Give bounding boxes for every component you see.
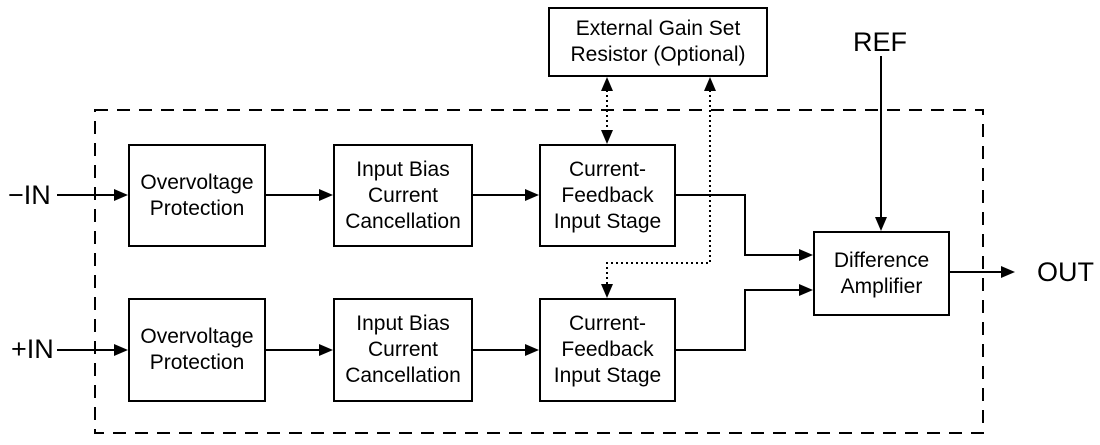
block-input-bias-cancellation-top: Input Bias Current Cancellation — [333, 144, 473, 247]
pin-label-ref: REF — [853, 27, 907, 57]
block-input-bias-cancellation-bottom: Input Bias Current Cancellation — [333, 298, 473, 402]
gain-resistor-wire-bottom — [606, 90, 711, 285]
block-label-line: Current — [367, 338, 439, 361]
block-label-line: Current — [367, 183, 439, 207]
cfis-diff-arrow-bottom-icon — [799, 284, 813, 296]
pin-label-neg-in: −IN — [8, 180, 51, 210]
block-label-line: Input Stage — [553, 364, 662, 387]
block-difference-amplifier: Difference Amplifier — [813, 231, 950, 316]
block-label-line: Resistor (Optional) — [570, 43, 746, 66]
block-label-line: Input Bias — [356, 312, 450, 335]
block-label-line: Cancellation — [345, 364, 461, 387]
block-overvoltage-protection-top: Overvoltage Protection — [128, 144, 266, 247]
pin-label-pos-in: +IN — [11, 334, 54, 364]
ibc-cfis-arrow-top-icon — [525, 189, 539, 201]
neg-in-arrow-icon — [114, 189, 128, 201]
arrow-heads — [114, 77, 1015, 356]
block-label-line: Feedback — [561, 183, 654, 207]
pos-in-arrow-icon — [114, 344, 128, 356]
gain-bottom-up-arrow-icon — [704, 77, 716, 91]
block-overvoltage-protection-bottom: Overvoltage Protection — [128, 298, 266, 402]
pin-label-out: OUT — [1037, 257, 1094, 287]
block-label-line: Input Bias — [356, 157, 450, 181]
out-arrow-icon — [1001, 266, 1015, 278]
cfis-to-diff-wire-bottom — [676, 289, 800, 351]
block-label-line: External Gain Set — [575, 17, 741, 40]
block-label-line: Current- — [568, 312, 647, 335]
ibc-cfis-arrow-bottom-icon — [525, 344, 539, 356]
ovp-ibc-arrow-bottom-icon — [319, 344, 333, 356]
block-label-line: Overvoltage — [140, 325, 254, 348]
block-current-feedback-input-stage-bottom: Current- Feedback Input Stage — [539, 298, 676, 402]
gain-bottom-down-arrow-icon — [601, 284, 613, 298]
ovp-ibc-arrow-top-icon — [319, 189, 333, 201]
block-label-line: Protection — [149, 196, 245, 220]
cfis-diff-arrow-top-icon — [799, 249, 813, 261]
gain-top-up-arrow-icon — [601, 77, 613, 91]
block-label-line: Feedback — [561, 338, 654, 361]
gain-top-down-arrow-icon — [601, 130, 613, 144]
block-label-line: Amplifier — [840, 274, 923, 298]
block-label-line: Input Stage — [553, 209, 662, 233]
cfis-to-diff-wire-top — [676, 194, 800, 256]
chip-boundary-dashed-border — [94, 109, 984, 434]
block-current-feedback-input-stage-top: Current- Feedback Input Stage — [539, 144, 676, 247]
block-label-line: Current- — [568, 157, 647, 181]
block-external-gain-set-resistor: External Gain Set Resistor (Optional) — [548, 7, 768, 77]
ref-down-arrow-icon — [875, 217, 887, 231]
block-label-line: Overvoltage — [140, 170, 254, 194]
block-label-line: Difference — [833, 248, 930, 272]
block-label-line: Cancellation — [345, 209, 461, 233]
block-label-line: Protection — [149, 351, 245, 374]
